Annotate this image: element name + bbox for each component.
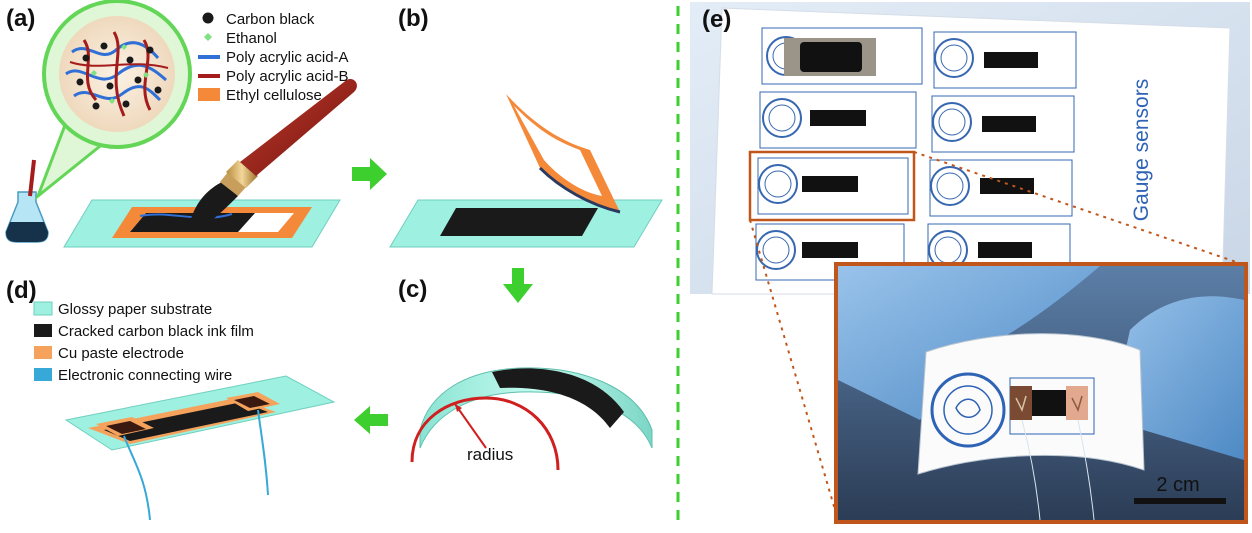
scale-bar-label: 2 cm (1156, 474, 1199, 496)
radius-pointer (454, 403, 487, 449)
legend-a-item-4: Ethyl cellulose (226, 87, 322, 104)
connecting-wire-left (123, 435, 151, 521)
panel-d-label: (d) (6, 277, 37, 304)
legend-d: Glossy paper substrate Cracked carbon bl… (33, 301, 254, 384)
glove-right (1110, 296, 1244, 460)
polymer-network-illustration (65, 31, 169, 117)
substrate-marker (33, 301, 53, 316)
paa-a-marker (198, 55, 220, 59)
legend-d-item-0: Glossy paper substrate (58, 301, 212, 318)
ink-film-marker (34, 324, 52, 337)
panel-b-label: (b) (398, 5, 429, 32)
gauge-sensors-text: Gauge sensors (1130, 79, 1153, 221)
legend-d-item-1: Cracked carbon black ink film (58, 323, 254, 340)
sensor-cell-6 (931, 95, 1075, 153)
arrow-left-icon (354, 406, 388, 434)
panel-e-label: (e) (702, 6, 731, 33)
sensor-cell-2 (759, 91, 917, 149)
legend-d-item-2: Cu paste electrode (58, 345, 184, 362)
legend-d-item-3: Electronic connecting wire (58, 367, 232, 384)
panel-d: (d) Glossy paper substrate Cracked carbo… (6, 277, 336, 521)
paint-brush-icon (190, 79, 357, 232)
zoom-line-top (913, 151, 1243, 265)
scale-bar (1134, 498, 1226, 504)
cu-electrode-photo-left (1010, 386, 1032, 420)
brush-stroke (139, 213, 233, 219)
cu-electrode-marker (34, 346, 52, 359)
wire-marker (34, 368, 52, 381)
arrow-down-icon (503, 268, 533, 303)
panel-e: (e) (690, 2, 1250, 524)
arrow-right-icon (352, 158, 387, 190)
legend-a-item-3: Poly acrylic acid-B (226, 68, 349, 85)
legend-a-item-2: Poly acrylic acid-A (226, 49, 349, 66)
sensor-cell-4 (755, 223, 905, 281)
ink-film-photo (1032, 390, 1066, 416)
ethyl-cellulose-marker (198, 88, 220, 101)
peeled-ethyl-cellulose-frame (506, 94, 621, 214)
radius-label: radius (467, 445, 513, 464)
legend-a: Carbon black Ethanol Poly acrylic acid-A… (198, 11, 349, 104)
panel-b: (b) (389, 5, 663, 248)
panel-c: (c) radius (398, 276, 653, 471)
sensor-cell-5 (933, 31, 1077, 89)
ink-bottle-icon (5, 159, 49, 243)
zoom-inset: 2 cm (834, 262, 1248, 524)
ink-composition-callout (34, 0, 192, 201)
bent-ink-film (492, 368, 624, 428)
panel-a-label: (a) (6, 5, 35, 32)
cracked-ink-film (104, 402, 268, 441)
sensor-cell-7 (929, 159, 1073, 217)
connecting-wire-right (257, 409, 269, 496)
ethanol-marker (204, 33, 212, 41)
paa-b-marker (198, 74, 220, 78)
university-seal (930, 372, 1006, 448)
cu-electrode-photo-right (1066, 386, 1088, 420)
sensor-cell-3-highlighted (748, 150, 916, 222)
panel-c-label: (c) (398, 276, 427, 303)
ink-film-b (440, 208, 598, 236)
legend-a-item-1: Ethanol (226, 30, 277, 47)
sensor-cell-1 (761, 27, 923, 85)
panel-a: (a) (5, 0, 357, 248)
carbon-black-marker (202, 12, 214, 24)
legend-a-item-0: Carbon black (226, 11, 315, 28)
radius-arc (410, 396, 560, 471)
